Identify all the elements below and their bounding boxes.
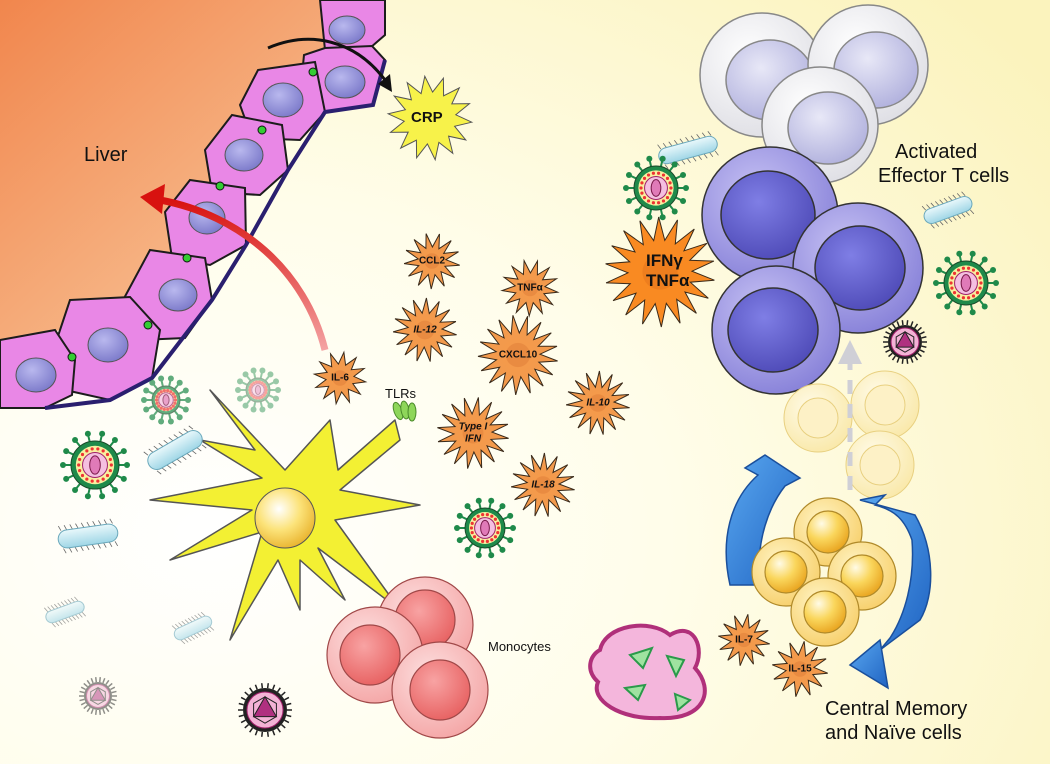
virus-particle (933, 250, 999, 316)
hepatocyte-junctions (67, 67, 318, 362)
tnfa-burst (500, 258, 560, 318)
il10-label: IL-10 (586, 397, 610, 409)
tlr-receptor (392, 400, 417, 422)
differentiation-arrowhead (838, 340, 862, 364)
icosahedral-virus (883, 320, 927, 364)
activated-t-cells (701, 146, 924, 395)
tnfa-big-label: TNFα (646, 271, 690, 290)
liver-label: Liver (84, 144, 128, 166)
naive-cells-label: and Naïve cells (825, 722, 962, 744)
bacterium (44, 596, 86, 628)
liver-tissue (0, 0, 385, 345)
il15-label: IL-15 (788, 663, 812, 675)
ccl2-burst (403, 233, 460, 290)
il10-burst (565, 370, 630, 435)
virus-particle (454, 497, 516, 559)
central-memory-label: Central Memory (825, 698, 968, 720)
monocytes-label: Monocytes (488, 639, 551, 654)
bacterium (171, 611, 215, 645)
virus-particle (623, 155, 689, 221)
cxcl10-burst (477, 315, 558, 396)
bacterium (57, 518, 119, 554)
il18-burst (510, 452, 575, 517)
bacterium (657, 130, 719, 170)
il7-label: IL-7 (735, 634, 753, 646)
tlrs-label: TLRs (385, 386, 417, 401)
activated-label: Activated (895, 141, 978, 163)
proliferation-cycle (725, 454, 932, 690)
effector-label: Effector T cells (878, 165, 1010, 187)
crp-arrowhead (378, 74, 392, 92)
transitioning-cells (783, 370, 920, 500)
virus-particle (141, 375, 191, 425)
crp-arrow (267, 37, 387, 81)
ifn-label: IFN (464, 433, 482, 445)
virus-particle (60, 430, 130, 500)
icosahedral-virus (79, 677, 117, 715)
memory-naive-cells (751, 497, 897, 647)
tnfa-label: TNFα (517, 282, 543, 294)
ghost-t-cells (699, 4, 929, 184)
crp-burst (386, 74, 474, 162)
bacterium (921, 191, 975, 229)
il6-to-liver-arrow (159, 196, 329, 351)
ifng-label: IFNγ (646, 251, 683, 270)
crp-label: CRP (411, 109, 443, 126)
virus-particle (235, 367, 281, 413)
il7-burst (718, 614, 770, 666)
icosahedral-virus (238, 683, 292, 737)
viruses (60, 155, 999, 737)
dendritic-nucleus (254, 487, 316, 549)
tissue-fragment (588, 623, 707, 721)
il12-label: IL-12 (413, 324, 437, 336)
il6-burst (312, 350, 368, 406)
monocytes (326, 576, 489, 739)
bacterium (143, 425, 207, 475)
il18-label: IL-18 (531, 479, 555, 491)
il12-burst (392, 297, 457, 362)
ccl2-label: CCL2 (418, 255, 446, 267)
hepatocyte-nuclei (15, 15, 366, 393)
bacteria (44, 130, 975, 645)
type1-ifn-burst (437, 397, 509, 469)
cxcl10-label: CXCL10 (498, 349, 538, 361)
il15-burst (772, 641, 828, 697)
il6-label: IL-6 (331, 372, 349, 384)
ifng-tnfa-burst (605, 216, 715, 328)
red-arrowhead (140, 184, 165, 214)
type1-label: Type I (458, 421, 488, 433)
cytokine-bursts (312, 216, 828, 697)
